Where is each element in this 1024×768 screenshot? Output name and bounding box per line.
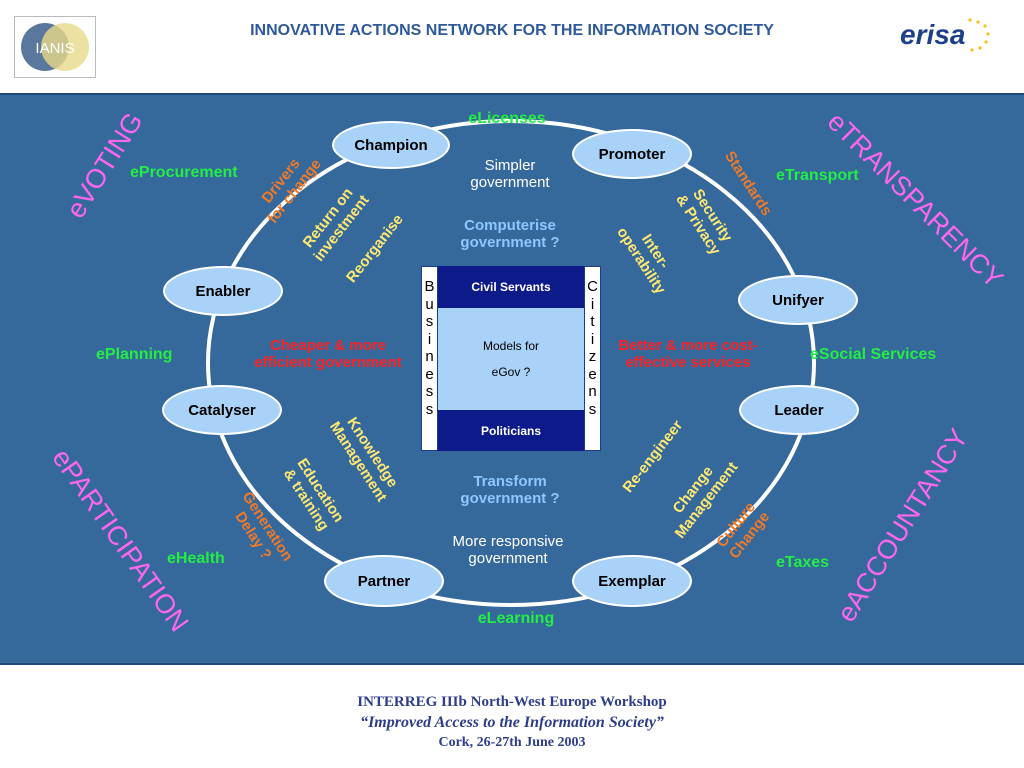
footer-line2: “Improved Access to the Information Soci… <box>360 714 664 731</box>
label-computerise-government: Computerise government ? <box>460 217 560 252</box>
role-partner: Partner <box>324 555 444 607</box>
label-models: Models for eGov ? <box>438 308 584 410</box>
citizens-letter: i <box>590 330 595 348</box>
role-leader-label: Leader <box>774 401 824 419</box>
service-esocial: eSocial Services <box>810 346 937 363</box>
role-unifyer-label: Unifyer <box>772 291 824 309</box>
business-letter: e <box>425 365 434 383</box>
role-enabler-label: Enabler <box>195 282 251 300</box>
role-promoter-label: Promoter <box>598 145 666 163</box>
role-catalyser: Catalyser <box>162 385 282 435</box>
service-eplanning: ePlanning <box>96 346 173 363</box>
ianis-logo: IANIS <box>14 16 96 78</box>
label-simpler-government: Simpler government <box>470 157 550 192</box>
service-etaxes: eTaxes <box>776 554 830 571</box>
role-catalyser-label: Catalyser <box>188 401 256 419</box>
label-more-responsive: More responsive government <box>452 533 564 568</box>
business-column <box>421 266 438 451</box>
footer-line3: Cork, 26-27th June 2003 <box>438 735 586 750</box>
erisa-logo: erisa <box>896 14 996 58</box>
citizens-letter: n <box>588 383 597 400</box>
business-letter: B <box>424 278 435 295</box>
role-enabler: Enabler <box>163 266 283 316</box>
role-promoter: Promoter <box>572 129 692 179</box>
label-politicians: Politicians <box>438 410 584 451</box>
role-exemplar-label: Exemplar <box>598 572 666 590</box>
business-letter: n <box>425 348 434 365</box>
business-letter: s <box>425 313 434 330</box>
page-title: INNOVATIVE ACTIONS NETWORK FOR THE INFOR… <box>250 22 774 39</box>
service-ehealth: eHealth <box>167 550 225 567</box>
label-transform-government: Transform government ? <box>460 473 560 508</box>
business-letter: s <box>425 383 434 400</box>
service-elicenses: eLicenses <box>468 110 546 127</box>
service-eprocurement: eProcurement <box>130 164 238 181</box>
service-etransport: eTransport <box>776 167 859 184</box>
citizens-letter: C <box>587 278 598 295</box>
citizens-letter: t <box>590 313 595 330</box>
business-letter: i <box>427 330 432 348</box>
role-champion: Champion <box>332 121 450 169</box>
business-letter: s <box>425 400 434 418</box>
role-unifyer: Unifyer <box>738 275 858 325</box>
label-models-line1: Models for <box>482 339 540 353</box>
role-partner-label: Partner <box>357 572 411 590</box>
service-elearning: eLearning <box>477 610 555 627</box>
citizens-letter: s <box>588 400 597 418</box>
ianis-logo-text: IANIS <box>35 40 74 57</box>
label-models-line2: eGov ? <box>491 365 531 379</box>
label-cheaper-efficient: Cheaper & more efficient government <box>254 337 402 372</box>
citizens-letter: e <box>588 365 597 383</box>
business-letter: u <box>425 295 434 313</box>
citizens-letter: i <box>590 295 595 313</box>
role-champion-label: Champion <box>354 136 428 154</box>
citizens-letter: z <box>588 348 597 365</box>
role-leader: Leader <box>739 385 859 435</box>
erisa-logo-text: erisa <box>900 19 965 50</box>
label-better-services: Better & more cost- effective services <box>618 337 758 372</box>
label-civil-servants: Civil Servants <box>438 266 584 308</box>
role-exemplar: Exemplar <box>572 555 692 607</box>
footer-line1: INTERREG IIIb North-West Europe Workshop <box>357 694 667 710</box>
citizens-column <box>584 266 601 451</box>
